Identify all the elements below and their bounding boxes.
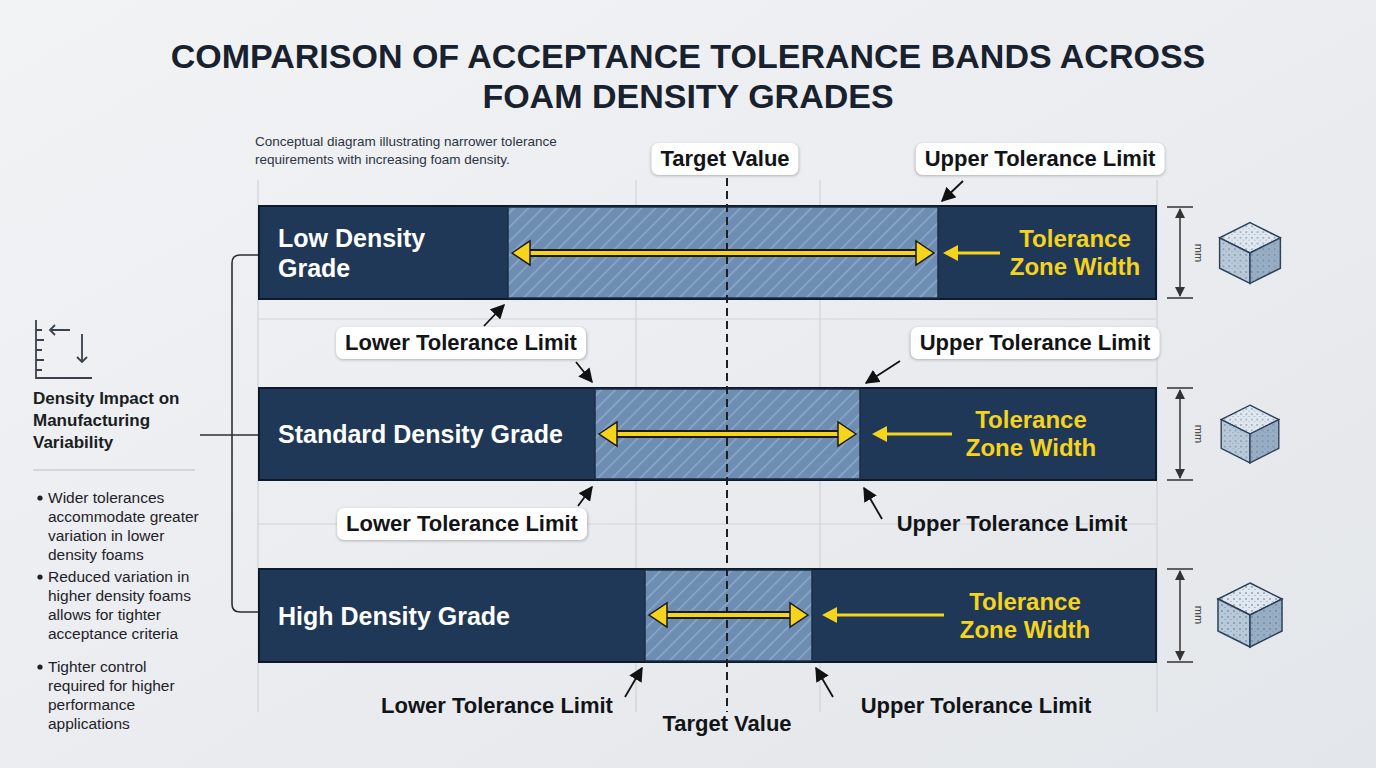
callout-label: Upper Tolerance Limit — [861, 693, 1092, 719]
dimension-ticks — [1167, 207, 1193, 298]
grade-name: High Density Grade — [278, 601, 618, 631]
density-band: Low Density Grade Tolerance Zone Width — [258, 205, 1157, 300]
bullet-dot — [37, 664, 42, 669]
leader-arrow — [942, 181, 963, 201]
callout-label: Lower Tolerance Limit — [381, 693, 613, 719]
foam-cubes — [1218, 223, 1282, 647]
separator-line — [33, 469, 195, 470]
bracket — [200, 255, 258, 612]
grid-line — [258, 318, 1157, 319]
ruler-arrow — [50, 325, 70, 335]
leader-arrow — [866, 361, 900, 383]
diagram-caption: Conceptual diagram illustrating narrower… — [255, 133, 585, 169]
leader-arrow — [864, 488, 882, 519]
bullet-dots — [37, 495, 42, 669]
dimension-unit: mm — [1193, 244, 1205, 262]
dimension-ticks — [1167, 388, 1193, 480]
dimension-line — [1179, 209, 1181, 296]
foam-cube — [1220, 223, 1281, 284]
panel-heading: Density Impact on Manufacturing Variabil… — [33, 388, 203, 454]
bracket-line — [232, 255, 258, 612]
grade-name: Standard Density Grade — [278, 419, 608, 449]
callout-label: Lower Tolerance Limit — [337, 508, 587, 540]
diagram-title: COMPARISON OF ACCEPTANCE TOLERANCE BANDS… — [163, 36, 1213, 116]
bullet-dot — [37, 495, 42, 500]
dimension-line — [1179, 571, 1181, 660]
bullet-note: Wider tolerances accommodate greater var… — [48, 488, 200, 564]
zone-width-label: Tolerance Zone Width — [946, 406, 1116, 462]
dimension-unit: mm — [1193, 606, 1205, 624]
leader-arrow — [816, 668, 833, 697]
bullet-note: Reduced variation in higher density foam… — [48, 567, 200, 643]
dimension-ticks — [1167, 569, 1193, 662]
foam-cube — [1221, 405, 1279, 463]
density-band: Standard Density Grade Tolerance Zone Wid… — [258, 387, 1157, 481]
bracket-stub — [200, 434, 258, 436]
bullet-dot — [37, 574, 42, 579]
callout-label: Target Value — [651, 143, 798, 175]
foam-cube — [1218, 583, 1282, 647]
leader-arrow — [625, 668, 642, 697]
ruler-arrow — [77, 334, 87, 362]
callout-label: Lower Tolerance Limit — [336, 327, 586, 359]
leader-arrow — [484, 305, 504, 326]
zone-width-label: Tolerance Zone Width — [990, 225, 1160, 281]
ruler-ticks — [36, 330, 44, 370]
dimension-line — [1179, 390, 1181, 478]
zone-width-label: Tolerance Zone Width — [940, 588, 1110, 644]
leader-arrow — [578, 487, 592, 506]
dimension-unit: mm — [1193, 425, 1205, 443]
dimension-markers — [1167, 207, 1193, 662]
ruler-icon — [36, 320, 92, 378]
grade-name: Low Density Grade — [278, 223, 448, 283]
density-band: High Density Grade Tolerance Zone Width — [258, 568, 1157, 663]
callout-label: Upper Tolerance Limit — [897, 511, 1128, 537]
ruler-frame — [36, 320, 92, 378]
bullet-note: Tighter control required for higher perf… — [48, 657, 200, 733]
callout-label: Target Value — [662, 711, 791, 737]
callout-label: Upper Tolerance Limit — [916, 143, 1165, 175]
callout-label: Upper Tolerance Limit — [911, 327, 1160, 359]
leader-arrow — [576, 362, 592, 382]
